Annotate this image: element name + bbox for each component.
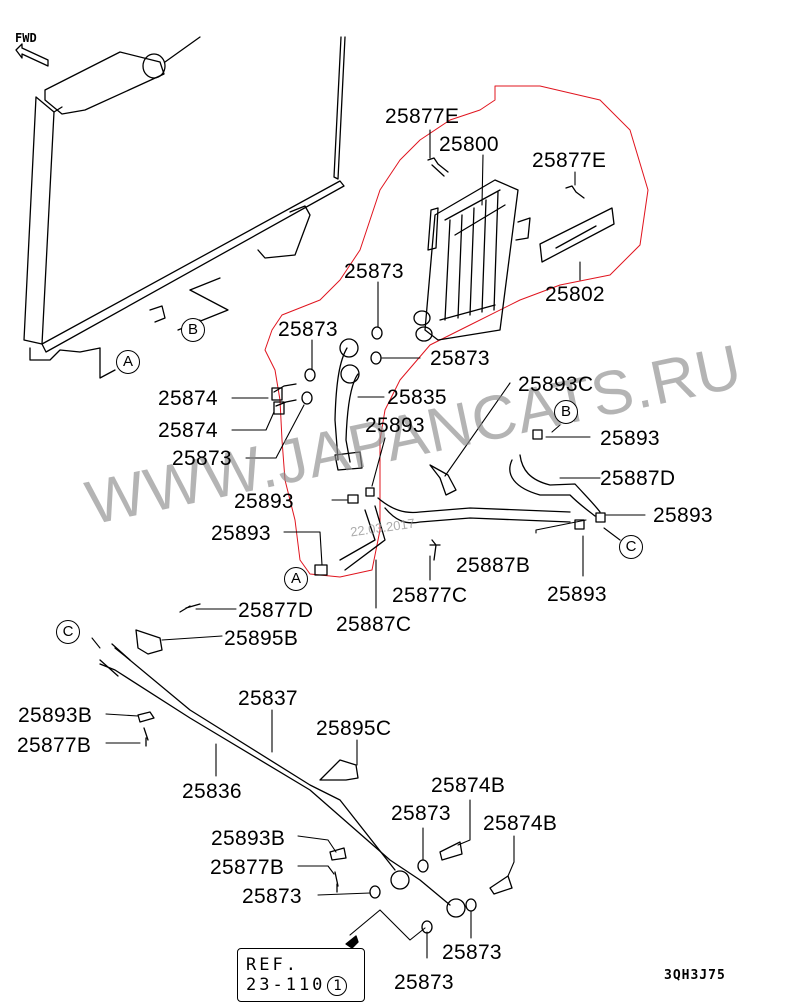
part-label-25887b[interactable]: 25887B [456,554,531,577]
part-label-25873[interactable]: 25873 [344,260,404,283]
part-label-25873-e[interactable]: 25873 [391,802,451,825]
part-label-25895b[interactable]: 25895B [224,627,299,650]
part-label-25877c[interactable]: 25877C [392,584,468,607]
callout-c-hose[interactable]: C [619,535,643,559]
part-label-25887c[interactable]: 25887C [336,613,412,636]
radiator [23,36,346,379]
part-label-25895c[interactable]: 25895C [316,717,392,740]
reference-line1: REF. [246,955,299,975]
callout-a-radiator[interactable]: A [116,350,140,374]
highlight-outline [264,85,649,578]
part-label-25835[interactable]: 25835 [387,386,447,409]
fwd-arrow-icon [15,43,49,67]
callout-b-clamp[interactable]: B [554,400,578,424]
part-label-25893b-2[interactable]: 25893B [211,827,286,850]
part-label-25873-d[interactable]: 25873 [172,447,232,470]
callout-a-hose[interactable]: A [284,567,308,591]
part-label-25873-b[interactable]: 25873 [278,318,338,341]
part-label-25893-b[interactable]: 25893 [600,427,660,450]
bracket-25895b [135,629,163,655]
part-label-25874b[interactable]: 25874B [431,774,506,797]
bracket-25895c [319,759,359,781]
reference-number: 23-110 [246,975,326,995]
part-label-25877b[interactable]: 25877B [17,734,92,757]
ref-arrow-icon [345,935,359,949]
part-label-25893-d[interactable]: 25893 [653,504,713,527]
part-label-25800[interactable]: 25800 [439,133,499,156]
bolt-icon [143,157,585,895]
part-label-25836[interactable]: 25836 [182,780,242,803]
part-label-25874-b[interactable]: 25874 [158,419,218,442]
part-label-25893-f[interactable]: 25893 [547,583,607,606]
callout-c-line[interactable]: C [56,620,80,644]
bracket-25893b [137,711,155,723]
oil-cooler [413,179,531,342]
part-label-25877e-2[interactable]: 25877E [532,149,607,172]
callout-b-radiator[interactable]: B [181,318,205,342]
hose-25887b [377,497,571,524]
hose-25887c [339,505,386,571]
part-label-25893-c[interactable]: 25893 [234,490,294,513]
part-label-25887d[interactable]: 25887D [600,467,676,490]
part-label-25802[interactable]: 25802 [545,283,605,306]
fwd-label: FWD [15,31,37,45]
part-label-25873-f[interactable]: 25873 [242,885,302,908]
part-label-25873-c[interactable]: 25873 [430,347,490,370]
part-label-25893-e[interactable]: 25893 [211,522,271,545]
part-label-25877e[interactable]: 25877E [385,105,460,128]
washer-icon [301,326,477,934]
bracket-25893b-2 [329,847,347,861]
part-label-25893[interactable]: 25893 [365,414,425,437]
leader-lines [91,129,646,959]
bracket-25802 [539,207,615,263]
illustration-code: 3QH3J75 [664,968,726,983]
part-label-25874[interactable]: 25874 [158,387,218,410]
part-label-25877b-2[interactable]: 25877B [210,856,285,879]
part-label-25893b[interactable]: 25893B [18,704,93,727]
clamp-icon [314,429,606,576]
hose-25887d [509,454,601,517]
part-label-25877d[interactable]: 25877D [238,599,314,622]
part-label-25893c[interactable]: 25893C [518,373,594,396]
line-25836 [99,663,451,906]
part-label-25874b-2[interactable]: 25874B [483,812,558,835]
reference-circle: 1 [327,976,348,996]
part-label-25837[interactable]: 25837 [238,687,298,710]
part-label-25873-h[interactable]: 25873 [394,971,454,994]
pipe-25835 [334,347,359,463]
part-label-25873-g[interactable]: 25873 [442,941,502,964]
